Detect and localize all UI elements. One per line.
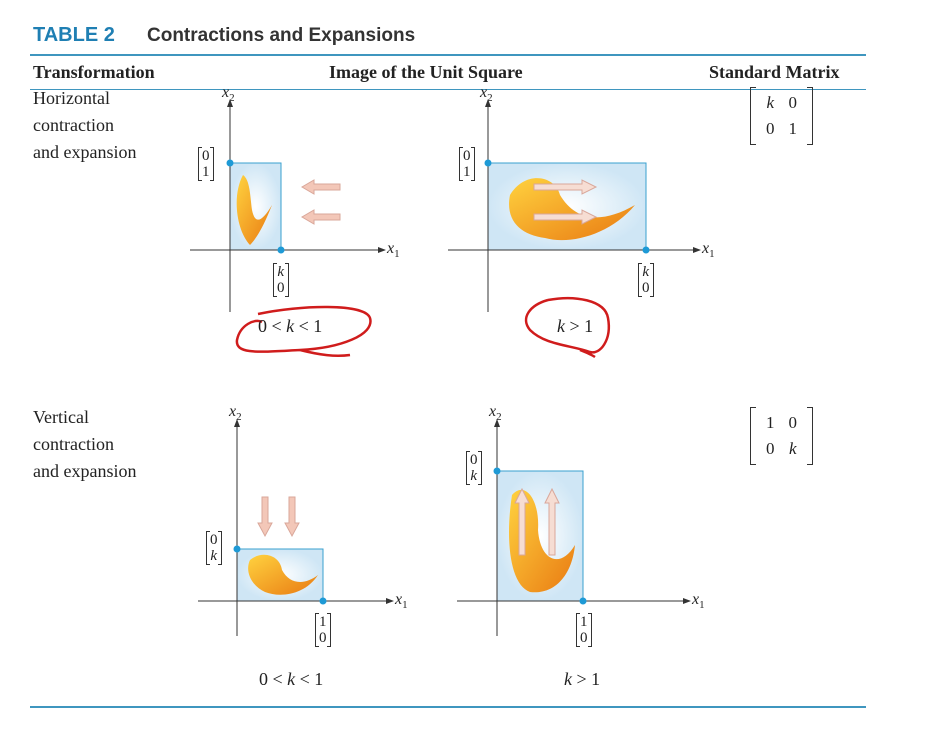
fish-image — [509, 178, 635, 241]
point — [233, 545, 241, 553]
x1-axis-label: x1 — [692, 591, 705, 612]
point — [226, 159, 234, 167]
header-transformation: Transformation — [33, 62, 155, 82]
red-circle-annotation — [524, 296, 611, 359]
down-arrow-icon — [284, 496, 300, 538]
red-circle-annotation — [235, 305, 372, 358]
row-label-horizontal: Horizontal contraction and expansion — [33, 85, 136, 166]
fish-image — [248, 554, 318, 595]
matrix-cell: 0 — [788, 93, 798, 112]
label-line: Vertical — [33, 407, 89, 427]
header-rule — [30, 89, 866, 90]
point — [642, 246, 650, 254]
point — [484, 159, 492, 167]
label-line: and expansion — [33, 461, 137, 481]
right-arrow-icon — [533, 209, 598, 225]
matrix-cell: k — [766, 93, 775, 112]
diagram-vertical-contraction — [198, 419, 394, 636]
caption: 0 < k < 1 — [258, 316, 323, 336]
caption: k > 1 — [557, 316, 594, 336]
caption: 0 < k < 1 — [259, 669, 324, 689]
x2-axis-label: x2 — [489, 403, 502, 424]
matrix-cell: 1 — [766, 413, 775, 432]
diagram-horizontal-expansion — [448, 99, 701, 312]
matrix-cell: k — [788, 439, 797, 458]
left-arrow-icon — [301, 179, 341, 195]
caption: k > 1 — [564, 669, 601, 689]
x1-axis-label: x1 — [395, 591, 408, 612]
matrix-cell: 0 — [766, 439, 775, 458]
matrix-cell: 1 — [788, 119, 798, 138]
point — [277, 246, 285, 254]
top-rule — [30, 54, 866, 56]
x1-axis-label: x1 — [387, 240, 400, 261]
diagram-vertical-expansion — [457, 419, 691, 636]
right-arrow-icon — [533, 179, 598, 195]
table-number: TABLE 2 — [33, 24, 115, 46]
up-arrow-icon — [514, 487, 530, 556]
point — [319, 597, 327, 605]
label-line: and expansion — [33, 142, 137, 162]
header-image: Image of the Unit Square — [329, 62, 523, 82]
x1-axis-label: x1 — [702, 240, 715, 261]
matrix-cell: 0 — [766, 119, 775, 138]
x2-axis-label: x2 — [229, 403, 242, 424]
label-line: Horizontal — [33, 88, 110, 108]
matrix-cell: 0 — [788, 413, 798, 432]
bottom-rule — [30, 706, 866, 708]
up-arrow-icon — [544, 487, 560, 556]
left-arrow-icon — [301, 209, 341, 225]
label-line: contraction — [33, 434, 114, 454]
x2-axis-label: x2 — [480, 84, 493, 105]
fish-image — [236, 175, 272, 245]
down-arrow-icon — [257, 496, 273, 538]
row-label-vertical: Vertical contraction and expansion — [33, 404, 136, 485]
label-line: contraction — [33, 115, 114, 135]
fish-image — [509, 489, 575, 593]
point — [493, 467, 501, 475]
header-matrix: Standard Matrix — [709, 62, 840, 82]
diagram-horizontal-contraction — [190, 99, 386, 312]
point — [579, 597, 587, 605]
table-title: Contractions and Expansions — [147, 25, 416, 46]
x2-axis-label: x2 — [222, 84, 235, 105]
